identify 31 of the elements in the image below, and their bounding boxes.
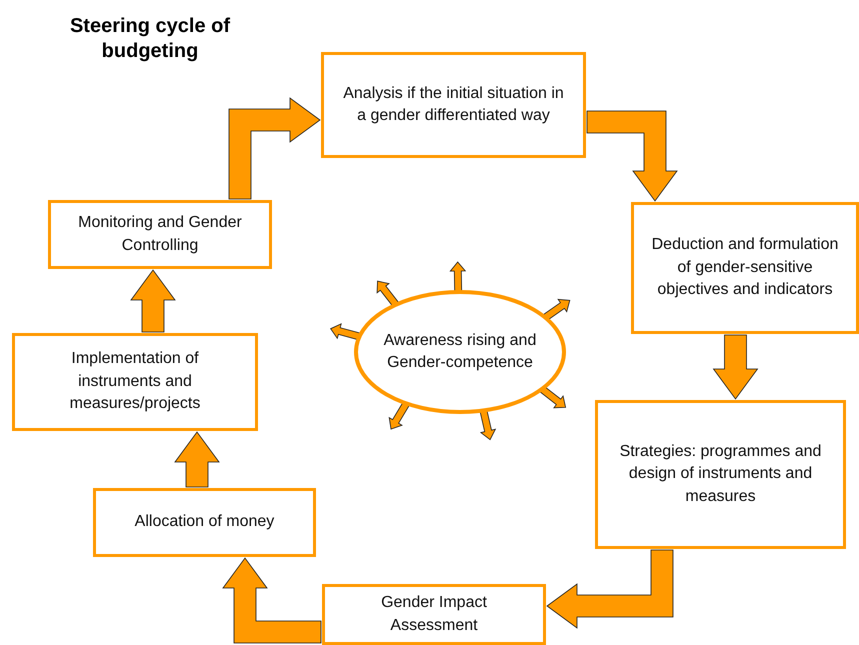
process-box bbox=[93, 488, 316, 557]
node-label: Strategies: programmes and design of instruments and measures bbox=[618, 442, 822, 507]
node-label: Analysis if the initial situation in a gender differentiated way bbox=[342, 84, 565, 126]
radial-arrow bbox=[449, 261, 466, 293]
block-arrow bbox=[174, 431, 220, 488]
process-box bbox=[322, 584, 546, 645]
block-arrow bbox=[130, 269, 176, 332]
process-box bbox=[321, 52, 586, 158]
block-arrow bbox=[546, 550, 674, 629]
diagram-title: Steering cycle of budgeting bbox=[68, 14, 232, 64]
block-arrow bbox=[712, 334, 758, 400]
node-label: Implementation of instruments and measures/projects bbox=[68, 349, 202, 414]
radial-arrow bbox=[376, 280, 400, 308]
radial-arrow bbox=[542, 298, 570, 322]
process-box bbox=[631, 202, 859, 334]
block-arrow bbox=[222, 557, 322, 644]
radial-arrow bbox=[388, 401, 410, 430]
node-label: Gender Impact Assessment bbox=[380, 593, 488, 636]
node-label: Allocation of money bbox=[134, 512, 274, 532]
process-box bbox=[12, 333, 258, 431]
awareness-ellipse bbox=[354, 290, 566, 414]
process-box bbox=[595, 400, 846, 549]
radial-arrow bbox=[480, 409, 496, 440]
node-label: Deduction and formulation of gender-sensitive objectives and indicators bbox=[650, 235, 840, 300]
radial-arrow bbox=[330, 323, 361, 340]
block-arrow bbox=[228, 97, 321, 200]
block-arrow bbox=[586, 110, 678, 202]
radial-arrow bbox=[539, 386, 566, 408]
node-label: Awareness rising and Gender-competence bbox=[382, 330, 538, 373]
node-label: Monitoring and Gender Controlling bbox=[77, 213, 243, 256]
process-box bbox=[48, 200, 272, 269]
